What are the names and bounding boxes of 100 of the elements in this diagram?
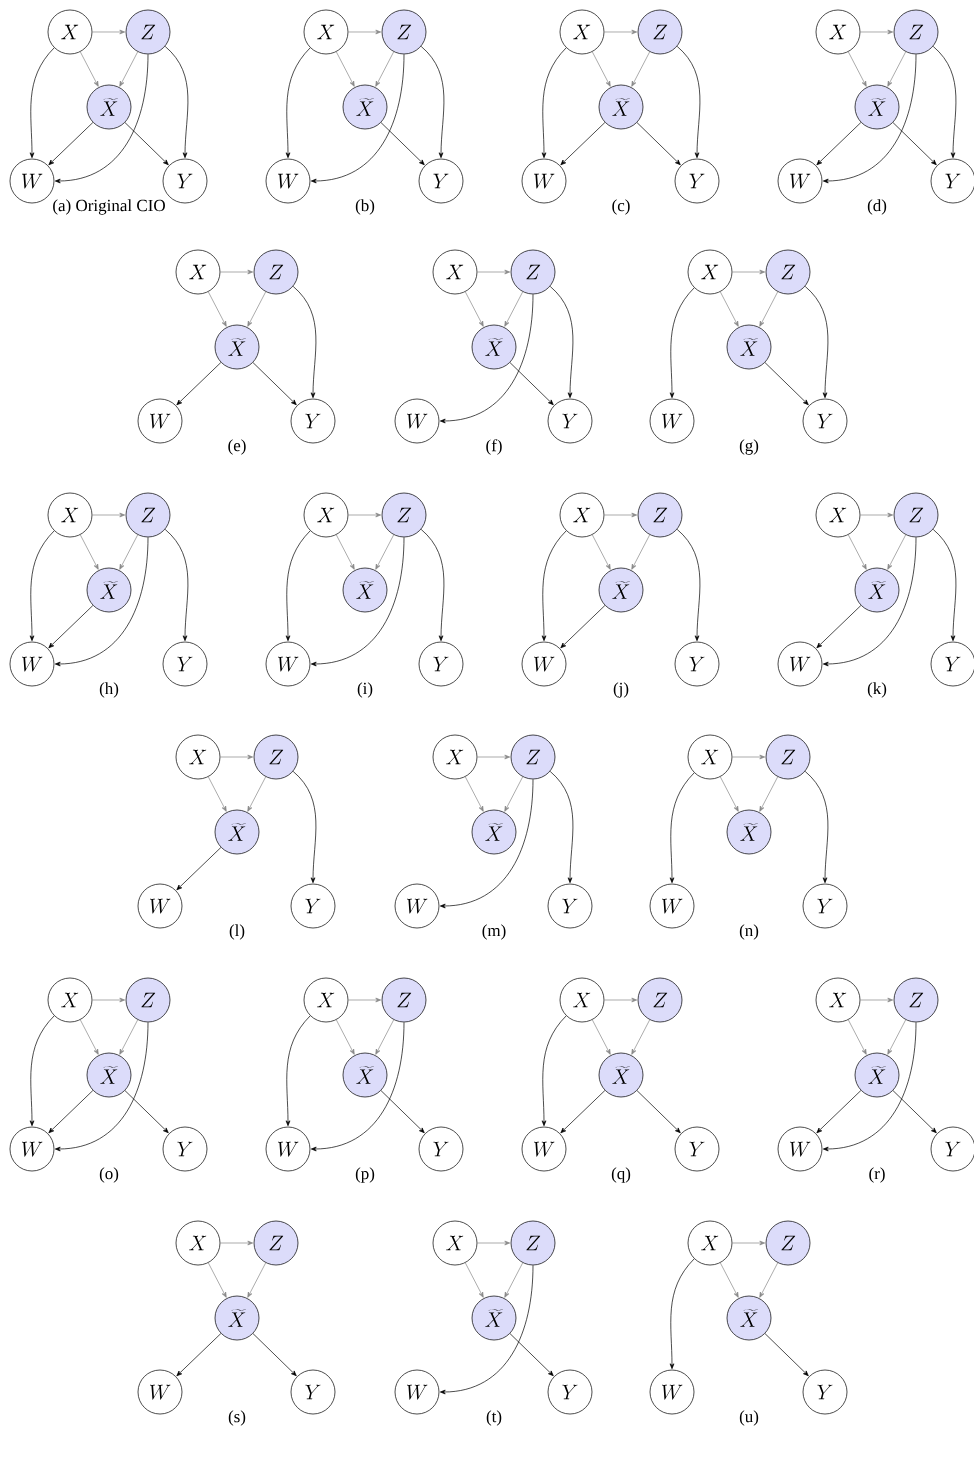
arrow xyxy=(420,529,445,642)
panel-caption: (s) xyxy=(228,1410,246,1426)
panel-caption: (n) xyxy=(739,924,759,940)
arrow xyxy=(732,269,766,275)
arrow xyxy=(119,534,139,570)
arrow xyxy=(348,29,382,35)
arrow xyxy=(477,1240,511,1246)
arrow xyxy=(759,1262,779,1298)
arrow xyxy=(92,512,126,518)
arrow xyxy=(504,1262,524,1298)
arrow xyxy=(252,362,297,406)
arrow xyxy=(932,46,957,159)
arrow xyxy=(29,1015,55,1127)
arrow xyxy=(860,512,894,518)
arrow xyxy=(759,291,779,327)
arrow xyxy=(560,605,606,649)
arrow xyxy=(48,122,94,166)
arrow xyxy=(887,51,907,87)
arrow xyxy=(887,534,907,570)
arrow xyxy=(676,529,701,642)
arrow xyxy=(464,291,484,327)
arrow xyxy=(732,754,766,760)
arrow xyxy=(380,1090,425,1134)
arrow xyxy=(439,779,534,909)
arrow xyxy=(541,1015,567,1127)
arrow xyxy=(591,51,611,87)
arrow xyxy=(636,122,681,166)
arrow xyxy=(79,51,99,87)
panel-caption: (l) xyxy=(229,924,245,940)
arrow xyxy=(860,997,894,1003)
arrow xyxy=(335,51,355,87)
arrow xyxy=(847,51,867,87)
arrow xyxy=(220,269,254,275)
arrow xyxy=(719,1262,739,1298)
arrow xyxy=(439,1265,534,1395)
arrow xyxy=(335,534,355,570)
arrow xyxy=(220,754,254,760)
arrow xyxy=(285,47,311,159)
arrow xyxy=(631,534,651,570)
arrow xyxy=(335,1019,355,1055)
arrow xyxy=(79,1019,99,1055)
arrow xyxy=(54,1022,149,1152)
arrow xyxy=(804,286,829,399)
arrow xyxy=(477,754,511,760)
arrow xyxy=(439,294,534,424)
panel-caption: (c) xyxy=(612,199,630,215)
panel-caption: (i) xyxy=(357,682,373,698)
arrow xyxy=(887,1019,907,1055)
arrow xyxy=(719,776,739,812)
arrow xyxy=(124,1090,169,1134)
arrow xyxy=(591,1019,611,1055)
arrow xyxy=(509,1333,554,1377)
panel-caption: (b) xyxy=(355,199,375,215)
arrow xyxy=(604,997,638,1003)
arrow xyxy=(92,29,126,35)
arrow xyxy=(732,1240,766,1246)
arrow xyxy=(285,1015,311,1127)
arrow xyxy=(310,1022,405,1152)
arrow xyxy=(560,122,606,166)
arrow xyxy=(676,46,701,159)
arrow xyxy=(892,122,937,166)
arrow xyxy=(847,534,867,570)
arrow xyxy=(292,771,317,884)
arrow xyxy=(560,1090,606,1134)
arrow xyxy=(764,362,809,406)
arrow xyxy=(207,291,227,327)
arrow xyxy=(860,29,894,35)
panel-caption: (e) xyxy=(228,439,246,455)
arrow xyxy=(464,1262,484,1298)
arrow xyxy=(380,122,425,166)
arrow xyxy=(764,1333,809,1377)
arrow xyxy=(631,51,651,87)
arrow xyxy=(504,291,524,327)
panel-caption: (d) xyxy=(867,199,887,215)
arrow xyxy=(822,537,917,667)
arrow xyxy=(631,1019,651,1055)
panel-caption: (g) xyxy=(739,439,759,455)
arrow xyxy=(375,534,395,570)
arrow xyxy=(822,54,917,184)
arrow xyxy=(932,529,957,642)
arrow xyxy=(176,847,222,891)
arrow xyxy=(29,530,55,642)
panel-caption: (u) xyxy=(739,1410,759,1426)
arrow xyxy=(604,512,638,518)
arrow xyxy=(591,534,611,570)
arrow xyxy=(636,1090,681,1134)
arrow xyxy=(504,776,524,812)
arrow xyxy=(247,776,267,812)
panel-caption: (o) xyxy=(99,1167,119,1183)
arrow xyxy=(549,771,574,884)
arrow xyxy=(247,1262,267,1298)
panel-caption: (p) xyxy=(355,1167,375,1183)
panel-caption: (f) xyxy=(486,439,502,455)
arrow xyxy=(164,529,189,642)
arrow xyxy=(79,534,99,570)
arrow xyxy=(604,29,638,35)
panel-caption: (t) xyxy=(486,1410,502,1426)
arrow xyxy=(816,605,862,649)
arrow xyxy=(252,1333,297,1377)
panel-caption: (a) Original CIO xyxy=(53,199,165,215)
